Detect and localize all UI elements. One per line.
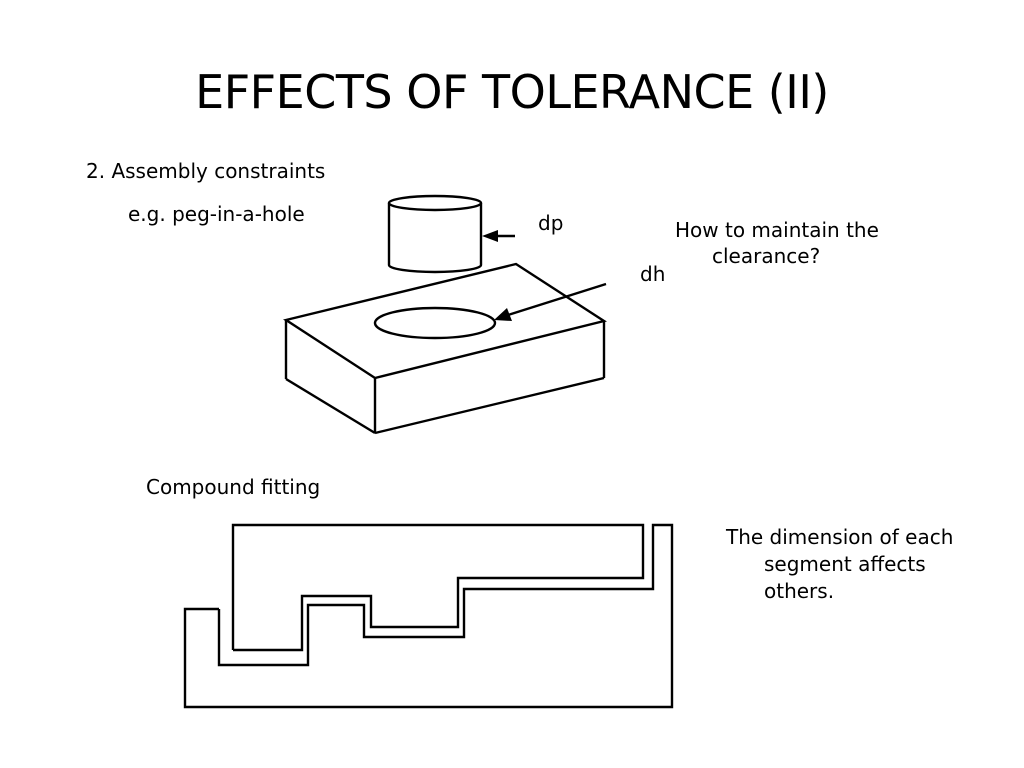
peg-diameter-arrow	[482, 230, 515, 242]
clearance-question: How to maintain the clearance?	[672, 217, 892, 269]
peg-in-hole-example: e.g. peg-in-a-hole	[128, 202, 305, 226]
block-with-hole	[283, 262, 607, 435]
compound-fitting-heading: Compound fitting	[146, 475, 321, 499]
segment-note-line-3: others.	[764, 579, 835, 603]
peg-diameter-label: dp	[538, 211, 564, 235]
segment-note-line-1: The dimension of each	[726, 525, 954, 549]
segment-dimension-note: The dimension of each segment affects ot…	[726, 524, 986, 605]
slide-title: EFFECTS OF TOLERANCE (II)	[195, 65, 829, 119]
assembly-constraints-heading: 2. Assembly constraints	[86, 159, 326, 183]
compound-fitting-inner-part	[231, 523, 645, 652]
hole-diameter-label: dh	[640, 262, 666, 286]
segment-note-line-2: segment affects	[764, 552, 926, 576]
peg-cylinder	[387, 194, 483, 274]
hole-diameter-arrow	[494, 282, 607, 321]
compound-fitting-outer-part	[183, 523, 674, 709]
clearance-question-line-1: How to maintain the	[675, 218, 879, 242]
clearance-question-line-2: clearance?	[712, 244, 821, 268]
